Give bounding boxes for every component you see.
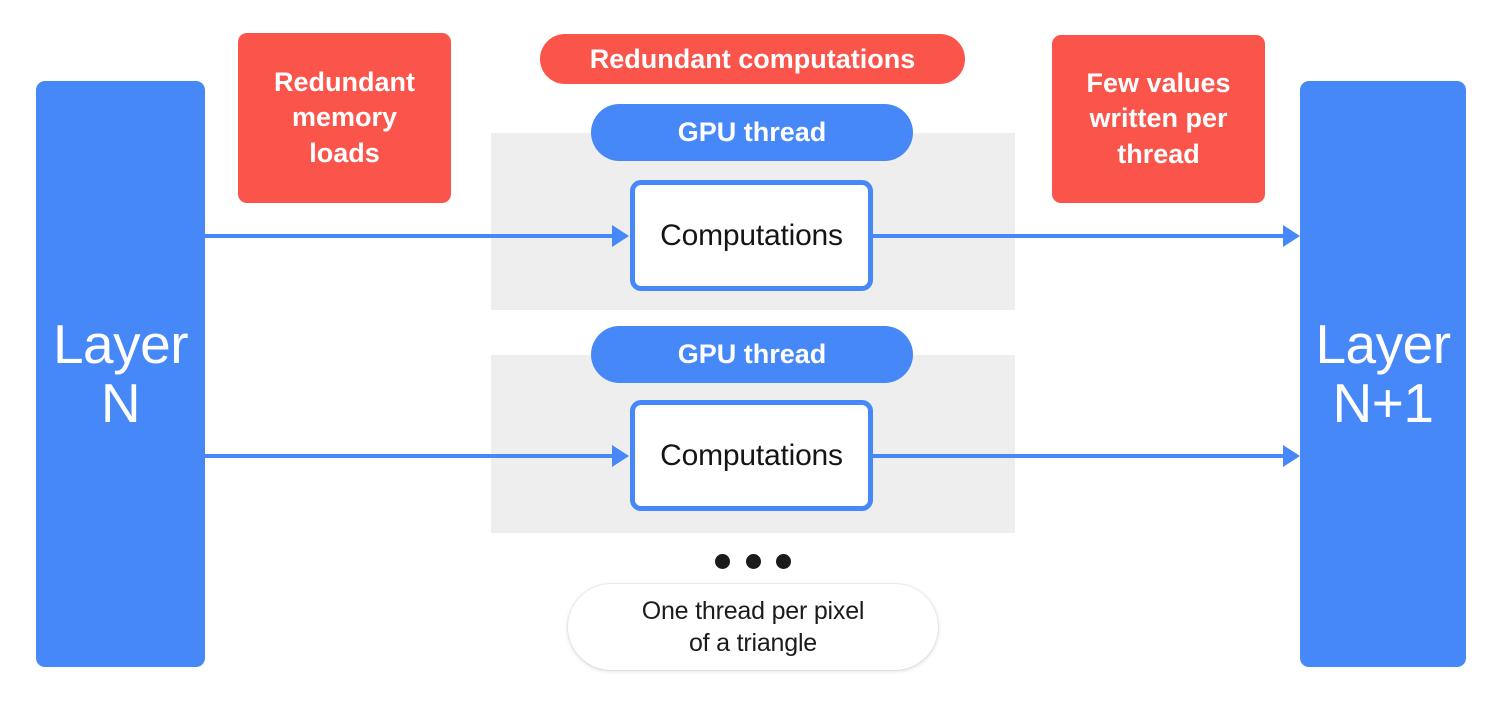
layer-n-plus-1-block: Layer N+1 <box>1300 81 1466 667</box>
flow-arrow-out-1-line <box>873 234 1283 238</box>
ellipsis-dot <box>745 553 761 569</box>
computations-box-1: Computations <box>630 180 873 291</box>
computations-box-2: Computations <box>630 400 873 511</box>
flow-arrow-out-2-line <box>873 454 1283 458</box>
layer-n-block: Layer N <box>36 81 205 667</box>
note-one-thread-per-pixel: One thread per pixel of a triangle <box>568 584 938 670</box>
flow-arrow-in-2-line <box>205 454 617 458</box>
ellipsis-dot <box>776 553 791 569</box>
gpu-thread-label-1: GPU thread <box>591 104 913 161</box>
gpu-thread-label-2: GPU thread <box>591 326 913 383</box>
flow-arrow-in-1-head-icon <box>612 225 629 247</box>
callout-few-values-written-per-thread: Few values written per thread <box>1052 35 1265 203</box>
flow-arrow-in-1-line <box>205 234 617 238</box>
ellipsis-dot <box>715 553 730 569</box>
flow-arrow-out-2-head-icon <box>1283 445 1300 467</box>
ellipsis-dots-icon <box>715 550 791 572</box>
callout-redundant-computations: Redundant computations <box>540 34 965 84</box>
flow-arrow-in-2-head-icon <box>612 445 629 467</box>
callout-redundant-memory-loads: Redundant memory loads <box>238 33 451 203</box>
flow-arrow-out-1-head-icon <box>1283 225 1300 247</box>
